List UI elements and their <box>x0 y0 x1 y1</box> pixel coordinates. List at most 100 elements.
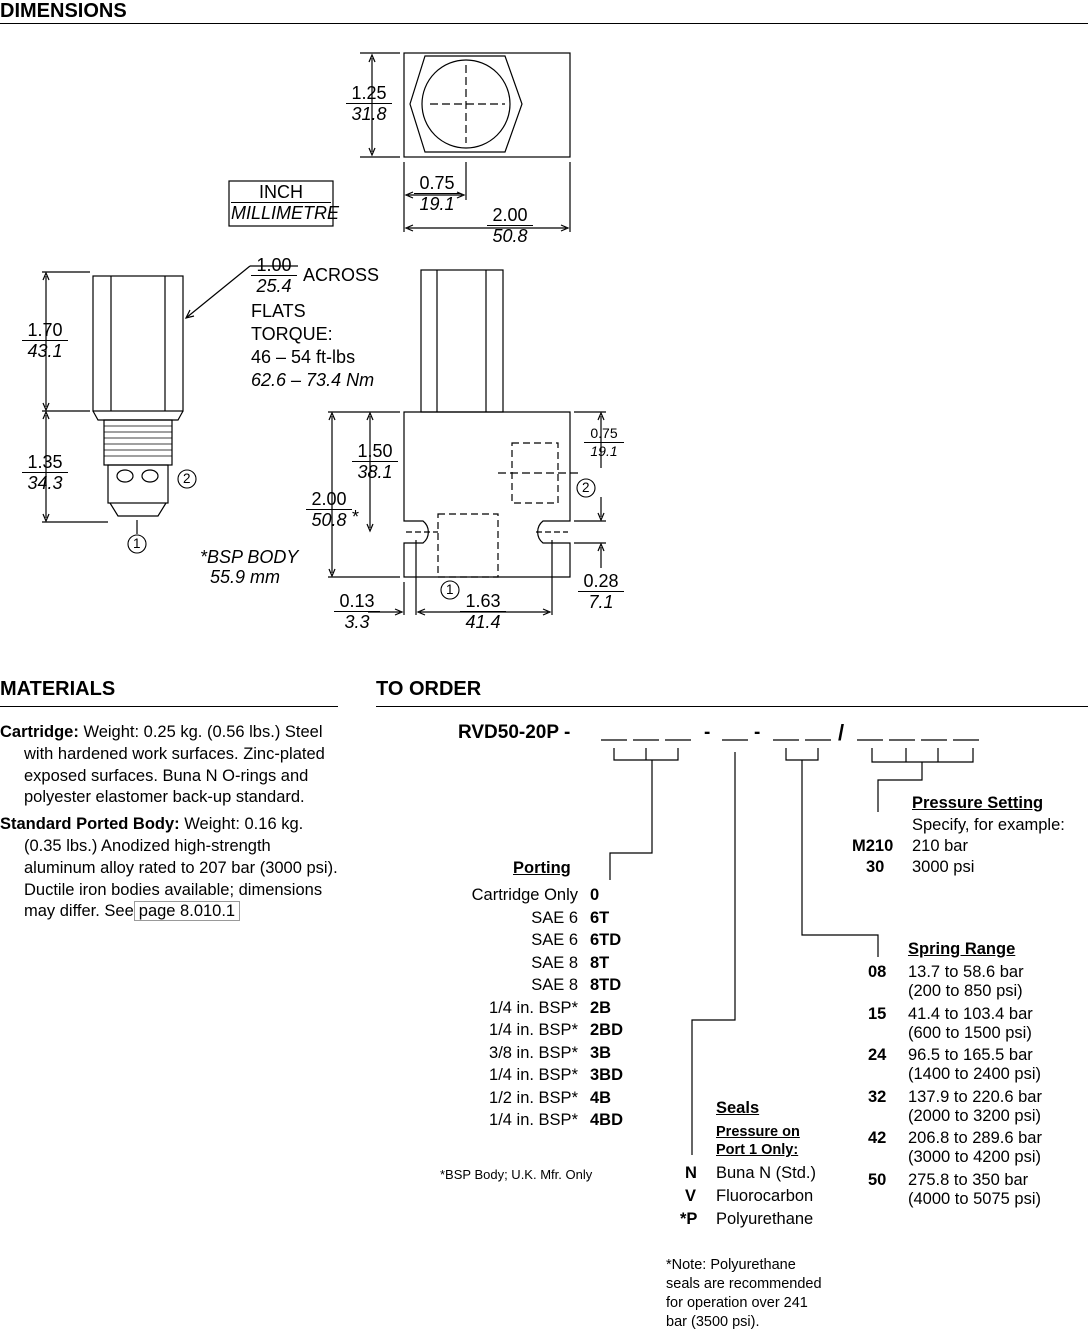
unit-legend: INCH MILLIMETRE <box>231 182 340 223</box>
materials-section: Cartridge: Weight: 0.25 kg. (0.56 lbs.) … <box>0 722 340 928</box>
unit-mm-label: MILLIMETRE <box>231 203 340 223</box>
porting-option: Cartridge Only 0 <box>380 886 630 908</box>
seal-note-line: bar (3500 psi). <box>666 1314 760 1330</box>
porting-option-desc: 1/4 in. BSP* <box>489 1021 578 1039</box>
spring-option-code: 42 <box>868 1129 887 1147</box>
porting-option-desc: 1/2 in. BSP* <box>489 1088 578 1107</box>
porting-option: 1/4 in. BSP* 3BD <box>380 1066 630 1088</box>
porting-option-code: 6T <box>590 908 610 927</box>
porting-option-desc: 1/4 in. BSP* <box>489 1066 578 1084</box>
top-view-hex-nut <box>409 55 523 153</box>
dim-top-view-height: 1.25 31.8 <box>346 83 392 124</box>
spring-option-bar: 206.8 to 289.6 bar <box>908 1129 1042 1147</box>
porting-option-code: 4B <box>590 1088 612 1107</box>
body-port2-label: 2 <box>582 480 590 495</box>
cartridge-port2-label: 2 <box>183 471 191 486</box>
torque-nm: 62.6 – 73.4 Nm <box>251 370 375 390</box>
spring-option-psi: (3000 to 4200 psi) <box>908 1148 1042 1166</box>
code-separator-slash: / <box>838 720 845 745</box>
dim-body-height-mark: * <box>352 507 360 527</box>
top-view-body-outline <box>403 52 571 158</box>
porting-option-desc: SAE 6 <box>531 908 578 927</box>
bsp-body-dim: 55.9 mm <box>210 567 281 587</box>
seal-option-desc: Buna N (Std.) <box>716 1164 816 1182</box>
seal-note-line: for operation over 241 <box>666 1295 808 1311</box>
body-outline <box>403 411 571 578</box>
seal-option-code: V <box>685 1187 697 1205</box>
spring-option-psi: (600 to 1500 psi) <box>908 1023 1032 1042</box>
porting-option-code: 4BD <box>590 1111 624 1129</box>
spring-option-psi: (2000 to 3200 psi) <box>908 1106 1042 1125</box>
spring-option-code: 08 <box>868 963 887 981</box>
dim-top-view-center: 0.75 19.1 <box>414 173 460 214</box>
porting-option: SAE 6 6T <box>380 909 630 931</box>
spring-option-code: 32 <box>868 1087 887 1106</box>
porting-option-code: 0 <box>590 886 600 904</box>
seals-subtitle-2: Port 1 Only: <box>716 1142 799 1158</box>
porting-option: 1/4 in. BSP*4BD <box>380 1111 630 1133</box>
porting-option: SAE 6 6TD <box>380 931 630 953</box>
porting-option-code: 6TD <box>590 931 622 949</box>
spring-option-code: 50 <box>868 1170 887 1189</box>
porting-option-desc: 1/4 in. BSP* <box>489 998 578 1017</box>
dim-across-flats: 1.00 25.4 <box>251 255 297 296</box>
dim-hole-spacing: 1.63 41.4 <box>460 591 506 632</box>
spring-option-psi: (1400 to 2400 psi) <box>908 1065 1042 1083</box>
dim-port-height: 1.50 38.1 <box>352 441 398 482</box>
spring-option-psi: (4000 to 5075 psi) <box>908 1189 1042 1208</box>
body-port1-label: 1 <box>446 582 454 597</box>
unit-inch-label: INCH <box>231 182 331 203</box>
porting-footnote: *BSP Body; U.K. Mfr. Only <box>440 1167 593 1182</box>
spring-range-title: Spring Range <box>908 940 1016 958</box>
porting-option-desc: Cartridge Only <box>471 886 578 904</box>
to-order-heading: TO ORDER <box>376 678 482 700</box>
spring-option-bar: 275.8 to 350 bar <box>908 1170 1029 1189</box>
dim-port2-offset: 0.75 19.1 <box>584 425 624 460</box>
porting-option: 1/4 in. BSP*2BD <box>380 1021 630 1043</box>
pressure-example-desc: 3000 psi <box>912 858 975 876</box>
spring-option-bar: 41.4 to 103.4 bar <box>908 1004 1033 1023</box>
torque-label: TORQUE: <box>251 324 333 344</box>
code-separator-2: - <box>754 722 761 743</box>
seal-note-line: *Note: Polyurethane <box>666 1257 796 1273</box>
dim-cartridge-thread-height: 1.35 34.3 <box>22 452 68 493</box>
materials-rule <box>0 706 338 707</box>
cartridge-thread <box>103 419 173 466</box>
cartridge-port1-label: 1 <box>133 536 141 551</box>
page-reference-link[interactable]: page 8.010.1 <box>133 901 241 922</box>
porting-option: 1/2 in. BSP* 4B <box>380 1089 630 1111</box>
porting-option-code: 8T <box>590 953 610 972</box>
spring-option-bar: 96.5 to 165.5 bar <box>908 1046 1033 1064</box>
spring-option-bar: 13.7 to 58.6 bar <box>908 963 1024 981</box>
dim-cartridge-hex-height: 1.70 43.1 <box>22 320 68 361</box>
materials-cartridge: Cartridge: Weight: 0.25 kg. (0.56 lbs.) … <box>0 723 325 807</box>
dim-body-height: 2.00 50.8 <box>306 489 352 530</box>
code-separator-1: - <box>704 722 711 743</box>
bsp-body-note: *BSP BODY <box>200 547 299 567</box>
spring-option-bar: 137.9 to 220.6 bar <box>908 1087 1042 1106</box>
seal-note-line: seals are recommended <box>666 1276 822 1292</box>
pressure-example-code: M210 <box>852 837 894 855</box>
pressure-example-desc: 210 bar <box>912 837 968 855</box>
seal-option-code: N <box>685 1164 697 1182</box>
porting-option: 1/4 in. BSP*2B <box>380 999 630 1021</box>
across-label: ACROSS <box>303 265 380 285</box>
spring-option-code: 15 <box>868 1004 887 1023</box>
seals-title: Seals <box>716 1099 760 1117</box>
dim-edge-offset: 0.13 3.3 <box>334 591 380 632</box>
porting-option-desc: 3/8 in. BSP* <box>489 1043 578 1062</box>
cartridge-hex <box>92 275 184 412</box>
model-code: RVD50-20P - <box>458 722 571 743</box>
dimensions-heading: DIMENSIONS <box>0 0 127 22</box>
dim-mount-offset: 0.28 7.1 <box>578 571 624 612</box>
spring-option-code: 24 <box>868 1046 887 1064</box>
pressure-setting-title: Pressure Setting <box>912 794 1044 812</box>
seal-option-desc: Polyurethane <box>716 1210 814 1228</box>
porting-title: Porting <box>513 859 571 877</box>
porting-option-code: 3BD <box>590 1066 624 1084</box>
body-cartridge-hex <box>420 269 504 413</box>
materials-body: Standard Ported Body: Weight: 0.16 kg. (… <box>0 815 338 922</box>
porting-option-desc: SAE 6 <box>531 931 578 949</box>
torque-ftlbs: 46 – 54 ft-lbs <box>251 347 356 367</box>
